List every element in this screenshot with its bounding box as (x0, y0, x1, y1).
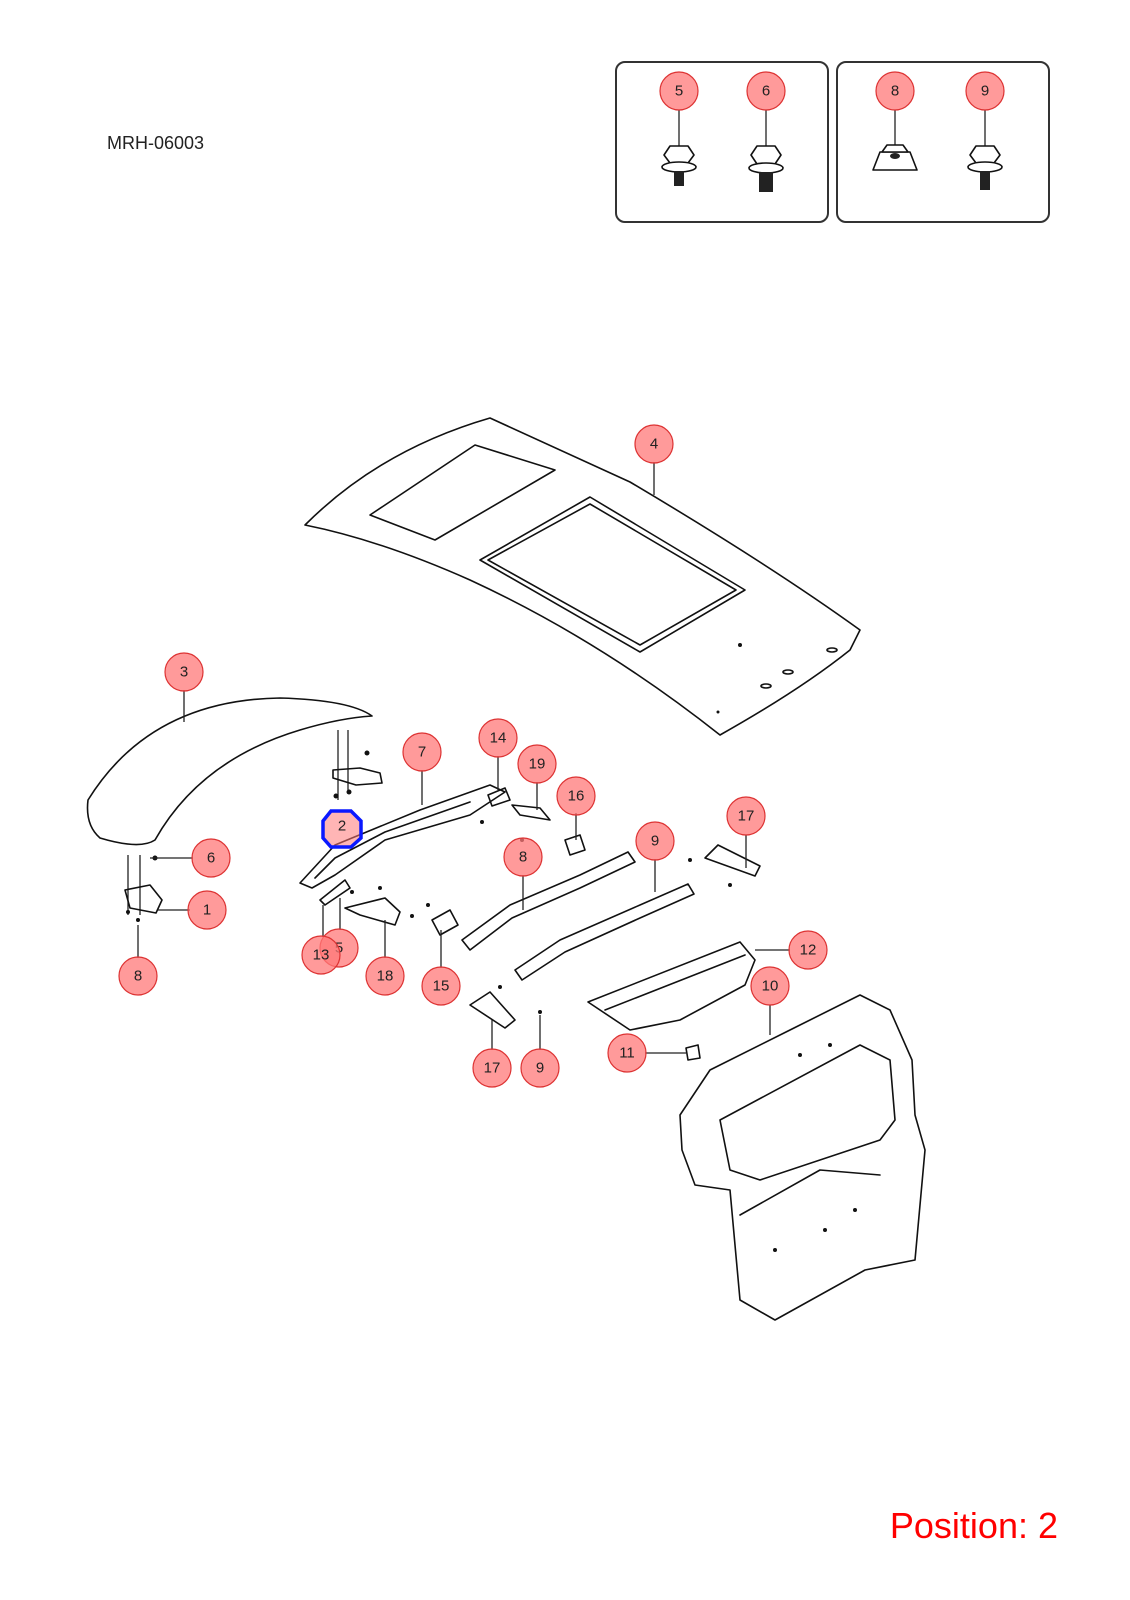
svg-text:4: 4 (650, 436, 658, 453)
svg-text:7: 7 (418, 744, 426, 761)
svg-text:17: 17 (738, 808, 755, 825)
callout-9-lower[interactable]: 9 (520, 1048, 560, 1088)
front-roof-bow (299, 784, 506, 889)
roof-bow-bracket-16 (564, 834, 586, 856)
roof-bow-bracket-18 (344, 897, 430, 926)
callout-15[interactable]: 15 (421, 966, 461, 1006)
leader-lines (137, 462, 790, 1054)
callout-9-mid[interactable]: 9 (635, 821, 675, 861)
svg-text:11: 11 (619, 1045, 635, 1062)
callout-14[interactable]: 14 (478, 718, 518, 758)
roof-bow-bracket-14 (487, 787, 511, 807)
callout-2-highlighted[interactable]: 2 (321, 809, 363, 849)
callout-10[interactable]: 10 (750, 966, 790, 1006)
back-door-clip-11 (685, 1044, 701, 1061)
svg-text:18: 18 (377, 968, 394, 985)
callout-1[interactable]: 1 (187, 890, 227, 930)
callout-inset-6[interactable]: 6 (746, 71, 786, 111)
callout-inset-9[interactable]: 9 (965, 71, 1005, 111)
svg-text:6: 6 (762, 83, 770, 100)
callout-13[interactable]: 13 (301, 935, 341, 975)
callout-11[interactable]: 11 (607, 1033, 647, 1073)
svg-text:6: 6 (207, 850, 215, 867)
position-indicator: Position: 2 (889, 1505, 1058, 1546)
callout-19[interactable]: 19 (517, 744, 557, 784)
svg-text:8: 8 (519, 849, 527, 866)
svg-text:10: 10 (762, 978, 779, 995)
callout-3[interactable]: 3 (164, 652, 204, 692)
svg-text:5: 5 (675, 83, 683, 100)
upper-hinge-bracket (332, 730, 383, 800)
rear-header-panel (587, 941, 756, 1031)
roof-bow-bracket-15 (431, 909, 459, 936)
diagram-code: MRH-06003 (107, 133, 205, 153)
inset-bolt-6 (748, 110, 784, 192)
svg-text:8: 8 (134, 968, 142, 985)
middle-roof-bow (461, 851, 636, 951)
callout-7[interactable]: 7 (402, 732, 442, 772)
callout-inset-5[interactable]: 5 (659, 71, 699, 111)
fastener-inset-bolts (615, 61, 829, 223)
svg-text:19: 19 (529, 756, 546, 773)
rear-bracket-17-lower (469, 985, 542, 1029)
svg-text:9: 9 (536, 1060, 544, 1077)
callout-4[interactable]: 4 (634, 424, 674, 464)
svg-text:1: 1 (203, 902, 211, 919)
callout-6-main[interactable]: 6 (191, 838, 231, 878)
svg-text:9: 9 (981, 83, 989, 100)
svg-text:15: 15 (433, 978, 450, 995)
callout-12[interactable]: 12 (788, 930, 828, 970)
svg-text:13: 13 (313, 947, 330, 964)
svg-text:12: 12 (800, 942, 817, 959)
callout-8-left[interactable]: 8 (118, 956, 158, 996)
back-door-frame (679, 994, 926, 1321)
callout-17-right[interactable]: 17 (726, 796, 766, 836)
callout-16[interactable]: 16 (556, 776, 596, 816)
roof-bow-gusset-13 (319, 879, 382, 906)
roof-bow-bracket-19 (511, 804, 551, 842)
svg-text:8: 8 (891, 83, 899, 100)
svg-text:17: 17 (484, 1060, 501, 1077)
inset-bolt-5 (661, 110, 697, 186)
rear-roof-bow (514, 883, 695, 981)
svg-text:14: 14 (490, 730, 507, 747)
roof-panel (304, 417, 861, 736)
inset-bolt-9 (967, 110, 1003, 190)
front-header-trim (86, 697, 373, 846)
fastener-inset-nuts (836, 61, 1050, 223)
lower-hinge-bracket (124, 855, 163, 922)
callout-17-lower[interactable]: 17 (472, 1048, 512, 1088)
callout-18[interactable]: 18 (365, 956, 405, 996)
callout-8-mid[interactable]: 8 (503, 837, 543, 877)
svg-text:3: 3 (180, 664, 188, 681)
rear-bracket-17-right (688, 844, 761, 887)
svg-text:2: 2 (338, 818, 346, 835)
callout-inset-8[interactable]: 8 (875, 71, 915, 111)
inset-nut-8 (872, 110, 918, 171)
svg-text:16: 16 (568, 788, 585, 805)
svg-text:9: 9 (651, 833, 659, 850)
